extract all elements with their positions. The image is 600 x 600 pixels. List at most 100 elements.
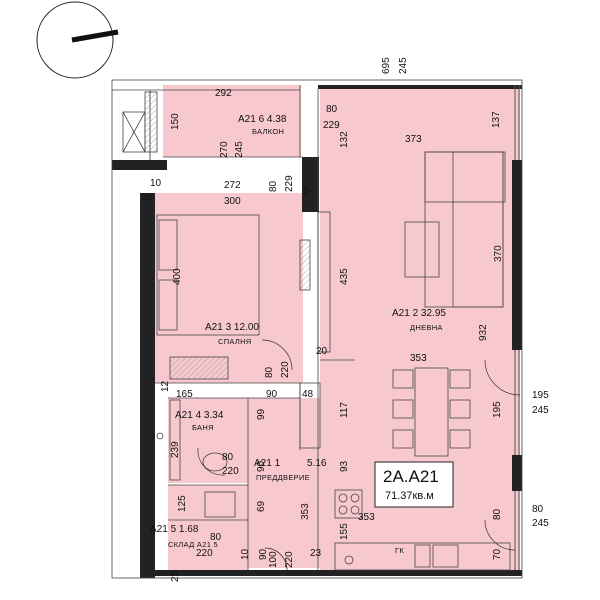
bedroom-fill — [155, 193, 303, 383]
kitchen-fixtures — [334, 489, 459, 568]
plan-lines — [111, 79, 523, 579]
dim-label: 400 — [172, 268, 183, 285]
dim-label: 195 — [492, 401, 503, 418]
balcony-code: A21 6 4.38 — [238, 114, 287, 125]
dim-label: 932 — [478, 324, 489, 341]
wall-right-window-2 — [512, 455, 522, 491]
dim-label: 80 — [326, 104, 338, 115]
wall-right-window-1 — [512, 160, 522, 350]
hall-code: A21 1 — [254, 458, 281, 469]
north-arrow-icon — [36, 1, 119, 79]
dim-label: 353 — [410, 353, 427, 364]
dim-label: 90 — [256, 460, 267, 472]
balcony-fill — [163, 85, 301, 157]
dim-label: 80 — [268, 180, 279, 192]
unit-area: 71.37кв.м — [385, 490, 434, 502]
storage-code: A21 5 1.68 — [150, 524, 199, 535]
column-middle — [302, 157, 319, 212]
dim-label: 229 — [284, 175, 295, 192]
dim-label: 99 — [256, 408, 267, 420]
dim-label: 93 — [339, 460, 350, 472]
dim-label: 270 — [219, 141, 230, 158]
dim-label: 245 — [398, 57, 409, 74]
balcony-name: БАЛКОН — [252, 127, 284, 136]
dim-label: 90 — [266, 389, 278, 400]
balcony-box — [122, 91, 158, 153]
dim-label: 80 — [264, 366, 275, 378]
wall-bedroom-left — [140, 193, 155, 578]
dim-label: 300 — [224, 196, 241, 207]
wardrobe — [169, 356, 229, 380]
dim-label: 70 — [492, 548, 503, 560]
dim-label: 695 — [381, 57, 392, 74]
dim-label: 117 — [339, 402, 350, 418]
dim-label: 10 — [240, 548, 251, 560]
dim-label: 12 — [160, 380, 171, 392]
bedroom-code: A21 3 12.00 — [205, 322, 259, 333]
bathroom-fill — [168, 398, 248, 483]
fridge-label: ГК — [395, 546, 404, 555]
dim-label: 220 — [284, 551, 295, 568]
dim-label: 90 — [258, 548, 269, 560]
dim-label: 220 — [222, 466, 239, 477]
bathroom-name: БАНЯ — [192, 423, 214, 432]
bed — [156, 214, 311, 336]
dim-label: 353 — [300, 503, 311, 520]
dim-label: 80 — [532, 504, 544, 515]
dim-label: 220 — [280, 361, 291, 378]
dim-label: 150 — [170, 113, 181, 130]
dim-label: 20 — [316, 346, 328, 357]
storage-name: СКЛАД А21 5 — [168, 540, 218, 549]
dim-label: 435 — [339, 268, 350, 285]
dim-label: 25 — [142, 192, 154, 203]
sofa — [404, 151, 506, 308]
hall-closet — [299, 382, 321, 449]
hall-name: ПРЕДДВЕРИЕ — [256, 473, 310, 482]
doors — [197, 339, 521, 571]
dim-label: 220 — [196, 548, 213, 559]
dim-label: 373 — [405, 134, 422, 145]
wall-bottom — [140, 570, 522, 576]
dim-label: 23 — [310, 548, 322, 559]
dim-label: 353 — [358, 512, 375, 523]
bedroom-name: СПАЛНЯ — [218, 337, 252, 346]
dim-label: 292 — [215, 88, 232, 99]
dim-label: 10 — [150, 178, 162, 189]
dim-label: 100 — [268, 551, 279, 568]
dim-label: 229 — [323, 120, 340, 131]
dim-label: 155 — [339, 523, 350, 540]
dim-label: 239 — [170, 441, 181, 458]
dim-label: 137 — [491, 111, 502, 128]
dim-label: 245 — [532, 518, 549, 529]
dim-label: 48 — [302, 389, 314, 400]
closet-bedroom — [317, 211, 331, 353]
wall-left-step — [112, 160, 167, 170]
dimensions: 292 150 695 245 80 229 373 137 270 245 1… — [142, 57, 549, 582]
bathroom-code: A21 4 3.34 — [175, 410, 224, 421]
dim-label: 125 — [177, 495, 188, 512]
dim-label: 245 — [532, 405, 549, 416]
dim-label: 165 — [176, 389, 193, 400]
dim-label: 195 — [532, 390, 549, 401]
dim-label: 25 — [170, 570, 181, 582]
dim-label: 80 — [210, 532, 222, 543]
wall-top — [318, 85, 522, 89]
hall-area: 5.16 — [307, 458, 327, 469]
walls — [112, 85, 522, 578]
dining-table — [392, 367, 471, 457]
dim-label: 80 — [492, 508, 503, 520]
dim-label: 80 — [222, 452, 234, 463]
hall-fill — [248, 398, 320, 568]
dim-label: 370 — [493, 245, 504, 262]
storage-fill — [168, 520, 248, 570]
dim-label: 272 — [224, 180, 241, 191]
unit-label-box — [374, 461, 454, 508]
outline — [111, 79, 523, 579]
dim-label: 245 — [234, 141, 245, 158]
bathroom-fixtures — [156, 399, 236, 518]
dim-label: 69 — [256, 500, 267, 512]
unit-id: 2A.A21 — [383, 467, 439, 486]
living-code: A21 2 32.95 — [392, 308, 446, 319]
dim-label: 132 — [339, 131, 350, 148]
